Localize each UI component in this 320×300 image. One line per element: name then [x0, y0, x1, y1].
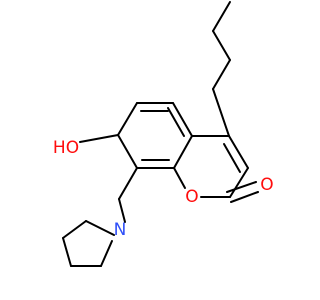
bond: [212, 1, 231, 32]
bond: [79, 134, 119, 143]
carbonyl-oxygen-label: O: [260, 175, 273, 195]
bond: [167, 107, 185, 137]
bond: [212, 59, 231, 90]
bond: [212, 30, 231, 61]
bond: [172, 102, 193, 137]
bond: [117, 134, 138, 169]
atom-label-layer: HO O O N: [53, 138, 274, 240]
bond: [230, 191, 259, 203]
molecule-svg: HO O O N: [53, 1, 274, 267]
bond: [118, 167, 138, 200]
bond: [173, 135, 193, 169]
bond: [62, 237, 72, 267]
ring-oxygen-label: O: [185, 187, 198, 207]
bond: [100, 240, 113, 267]
bond: [85, 220, 115, 236]
bond: [118, 198, 126, 223]
bond: [212, 88, 230, 137]
bond-layer: [62, 1, 259, 267]
bond: [229, 167, 249, 198]
molecule-structure-diagram: HO O O N: [53, 1, 274, 267]
bond: [228, 135, 249, 169]
bond: [117, 102, 138, 136]
hydroxyl-label: HO: [53, 138, 79, 158]
bond: [223, 143, 241, 173]
bond: [173, 167, 186, 189]
bond: [226, 181, 257, 193]
pyrrolidine-nitrogen-label: N: [114, 220, 127, 240]
bond: [62, 220, 87, 239]
